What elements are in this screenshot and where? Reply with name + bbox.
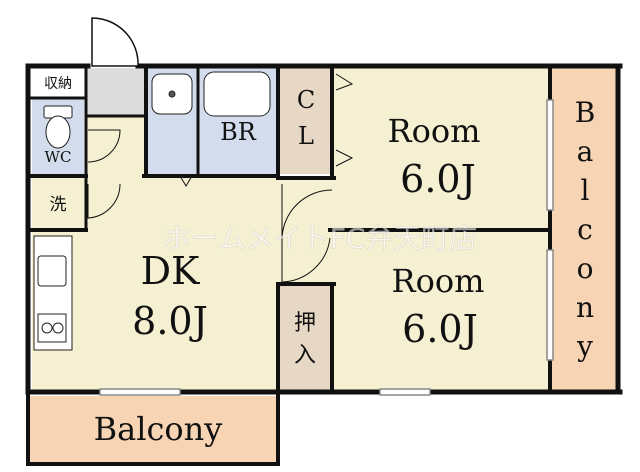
oshiire-label-line2: 入	[294, 343, 316, 368]
door-swing-icon	[335, 149, 354, 167]
dk-floor	[32, 176, 277, 390]
balcony-east-letter: n	[576, 291, 594, 324]
door-swing-icon	[87, 129, 121, 163]
oshiire-label-line1: 押	[294, 311, 316, 336]
watermark-text: ホームメイトFC弁天町店	[163, 222, 478, 255]
door-swing-icon	[87, 183, 121, 219]
laundry-label: 洗	[50, 195, 67, 215]
bathtub-icon	[203, 71, 271, 117]
windows	[99, 99, 554, 396]
hall-floor	[86, 116, 146, 178]
room-north-name: Room	[388, 112, 481, 150]
balcony-east-letter: l	[581, 174, 590, 207]
balcony-east-letter: y	[576, 330, 593, 363]
bath-label: BR	[220, 118, 257, 146]
closet-label-line2: L	[298, 122, 314, 150]
dk-name: DK	[141, 249, 200, 293]
door-swing-icon	[335, 73, 354, 91]
interior-doors	[87, 73, 354, 283]
balcony-south-label: Balcony	[94, 410, 223, 448]
room-south-size: 6.0J	[402, 307, 478, 351]
dk-size: 8.0J	[132, 299, 208, 343]
window-east-upper	[546, 99, 554, 211]
storage-floor	[86, 68, 144, 116]
storage-label: 収納	[44, 76, 72, 92]
oshiire-floor	[280, 284, 330, 390]
walls	[25, 63, 623, 466]
wc-label: WC	[45, 148, 72, 166]
window-east-lower	[546, 249, 554, 361]
balcony-east-letter: o	[577, 252, 594, 285]
window-south-dk	[99, 388, 181, 396]
room-south-floor	[332, 232, 549, 390]
balcony-east-floor	[552, 68, 616, 390]
door-swing-icon	[91, 17, 139, 67]
room-north-size: 6.0J	[400, 157, 476, 201]
floor-fills	[30, 68, 616, 462]
sink-icon	[151, 73, 193, 115]
closet-floor	[280, 68, 332, 174]
closet-label-line1: C	[297, 86, 315, 114]
room-south-name: Room	[392, 262, 485, 300]
stove-icon	[37, 313, 67, 343]
labels: 収納 WC 洗 BR C L Room 6.0J Room 6.0J DK 8.…	[44, 76, 595, 448]
toilet-icon	[43, 105, 73, 149]
window-south-room	[379, 388, 431, 396]
door-swing-icon	[179, 175, 193, 187]
entrance-door	[91, 17, 139, 67]
balcony-east-letter: a	[577, 135, 594, 168]
balcony-east-letter: c	[577, 213, 593, 246]
room-north-floor	[332, 68, 549, 228]
balcony-south-floor	[30, 396, 276, 462]
balcony-east-label: Balcony	[575, 96, 596, 363]
balcony-east-letter: B	[575, 96, 596, 129]
door-swing-icon	[281, 232, 331, 283]
fixtures	[33, 71, 271, 351]
